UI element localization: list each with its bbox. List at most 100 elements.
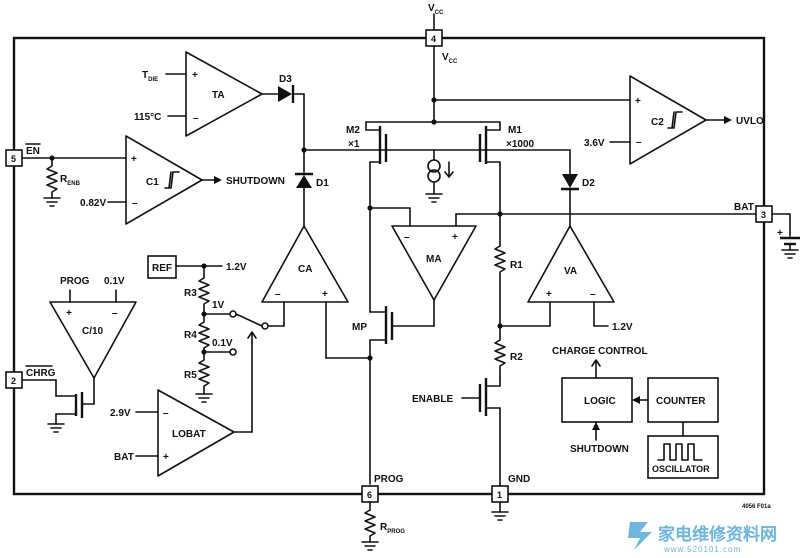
svg-text:+: + bbox=[452, 232, 458, 243]
svg-text:–: – bbox=[404, 232, 410, 243]
svg-text:LOGIC: LOGIC bbox=[584, 396, 616, 407]
svg-text:–: – bbox=[275, 289, 281, 300]
svg-text:www.520101.com: www.520101.com bbox=[663, 545, 741, 554]
svg-text:+: + bbox=[635, 96, 641, 107]
prog-pin-name: PROG bbox=[374, 474, 404, 485]
svg-text:+: + bbox=[66, 308, 72, 319]
r1-label: R1 bbox=[510, 260, 523, 271]
svg-text:2: 2 bbox=[11, 376, 16, 386]
c1-ref-label: 0.82V bbox=[80, 198, 106, 209]
m2-label: M2 bbox=[346, 125, 360, 136]
d3-diode bbox=[278, 85, 295, 103]
pin-3-bat[interactable]: 3 bbox=[755, 205, 773, 223]
oscillator-block: OSCILLATOR bbox=[647, 435, 719, 479]
counter-block: COUNTER bbox=[647, 377, 719, 423]
d3-label: D3 bbox=[279, 74, 292, 85]
m1-ratio: ×1000 bbox=[506, 139, 535, 150]
r3-resistor bbox=[198, 265, 210, 315]
charge-control-label: CHARGE CONTROL bbox=[552, 346, 648, 357]
svg-text:+: + bbox=[322, 289, 328, 300]
d1-diode bbox=[295, 172, 313, 188]
svg-text:–: – bbox=[590, 289, 596, 300]
battery-plus: + bbox=[777, 228, 783, 239]
watermark-logo: 家电维修资料网 www.520101.com bbox=[628, 522, 777, 554]
svg-text:TA: TA bbox=[212, 90, 225, 101]
svg-text:–: – bbox=[132, 198, 138, 209]
chip-outline bbox=[12, 36, 766, 496]
lobat-comparator: – + LOBAT bbox=[157, 389, 235, 477]
va-ref-label: 1.2V bbox=[612, 322, 633, 333]
bat-pin-name: BAT bbox=[734, 202, 754, 213]
svg-text:C1: C1 bbox=[146, 177, 159, 188]
svg-text:+: + bbox=[192, 70, 198, 81]
gnd-pin-name: GND bbox=[508, 474, 530, 485]
va-amplifier: + – VA bbox=[527, 225, 615, 303]
en-pin-name: EN bbox=[26, 146, 40, 157]
rprog-resistor bbox=[364, 509, 376, 543]
svg-text:–: – bbox=[163, 408, 169, 419]
r5-label: R5 bbox=[184, 370, 197, 381]
renb-label: RENB bbox=[60, 174, 81, 187]
svg-text:C/10: C/10 bbox=[82, 326, 104, 337]
current-source bbox=[427, 159, 441, 183]
svg-text:MA: MA bbox=[426, 254, 442, 265]
vcc-pin-name: VCC bbox=[428, 3, 444, 16]
uvlo-label: UVLO bbox=[736, 116, 764, 127]
chrg-pin-name: CHRG bbox=[26, 368, 56, 379]
r2-label: R2 bbox=[510, 352, 523, 363]
svg-text:–: – bbox=[636, 137, 642, 148]
svg-text:家电维修资料网: 家电维修资料网 bbox=[658, 524, 777, 544]
ca-amplifier: – + CA bbox=[261, 225, 349, 303]
battery-icon bbox=[780, 236, 800, 246]
pin-6-prog[interactable]: 6 bbox=[361, 485, 379, 503]
svg-text:6: 6 bbox=[367, 490, 372, 500]
ref-voltage-label: 1.2V bbox=[226, 262, 247, 273]
lobat-bat-label: BAT bbox=[114, 452, 134, 463]
svg-text:4: 4 bbox=[431, 34, 436, 44]
svg-text:OSCILLATOR: OSCILLATOR bbox=[652, 464, 710, 474]
svg-text:1: 1 bbox=[497, 490, 502, 500]
internal-vcc-label: VCC bbox=[442, 52, 458, 65]
c2-ref-label: 3.6V bbox=[584, 138, 605, 149]
enable-label: ENABLE bbox=[412, 394, 453, 405]
logic-block: LOGIC bbox=[561, 377, 633, 423]
m1-label: M1 bbox=[508, 125, 522, 136]
svg-text:LOBAT: LOBAT bbox=[172, 429, 206, 440]
pin-1-gnd[interactable]: 1 bbox=[491, 485, 509, 503]
rprog-label: RPROG bbox=[380, 522, 405, 535]
pin-2-chrg[interactable]: 2 bbox=[5, 371, 23, 389]
svg-text:C2: C2 bbox=[651, 117, 664, 128]
tdie-label: TDIE bbox=[142, 70, 158, 83]
svg-text:–: – bbox=[112, 308, 118, 319]
r2-resistor bbox=[494, 325, 506, 379]
svg-text:REF: REF bbox=[152, 263, 172, 274]
svg-text:+: + bbox=[131, 154, 137, 165]
divider-switch bbox=[235, 313, 263, 327]
pin-5-en[interactable]: 5 bbox=[5, 149, 23, 167]
ta-115c-label: 115°C bbox=[134, 112, 161, 123]
pin-4-vcc[interactable]: 4 bbox=[425, 29, 443, 47]
mp-label: MP bbox=[352, 322, 367, 333]
r3-label: R3 bbox=[184, 288, 197, 299]
r5-resistor bbox=[198, 351, 210, 395]
c10-01v-label: 0.1V bbox=[104, 276, 125, 287]
svg-text:+: + bbox=[546, 289, 552, 300]
c1-comparator: + – C1 bbox=[125, 135, 203, 225]
svg-text:5: 5 bbox=[11, 154, 16, 164]
tap-1v-label: 1V bbox=[212, 300, 225, 311]
c10-prog-label: PROG bbox=[60, 276, 90, 287]
svg-text:COUNTER: COUNTER bbox=[656, 396, 706, 407]
renb-resistor bbox=[46, 157, 58, 199]
svg-text:–: – bbox=[193, 113, 199, 124]
d2-diode bbox=[561, 174, 579, 191]
d2-label: D2 bbox=[582, 178, 595, 189]
figure-id: 4056 F01a bbox=[742, 504, 771, 510]
svg-text:VA: VA bbox=[564, 266, 577, 277]
r1-resistor bbox=[494, 245, 506, 327]
ta-amplifier: + – TA bbox=[185, 51, 263, 137]
lobat-ref-label: 2.9V bbox=[110, 408, 131, 419]
m2-ratio: ×1 bbox=[348, 139, 360, 150]
r4-label: R4 bbox=[184, 330, 197, 341]
ref-block: REF bbox=[147, 255, 177, 279]
